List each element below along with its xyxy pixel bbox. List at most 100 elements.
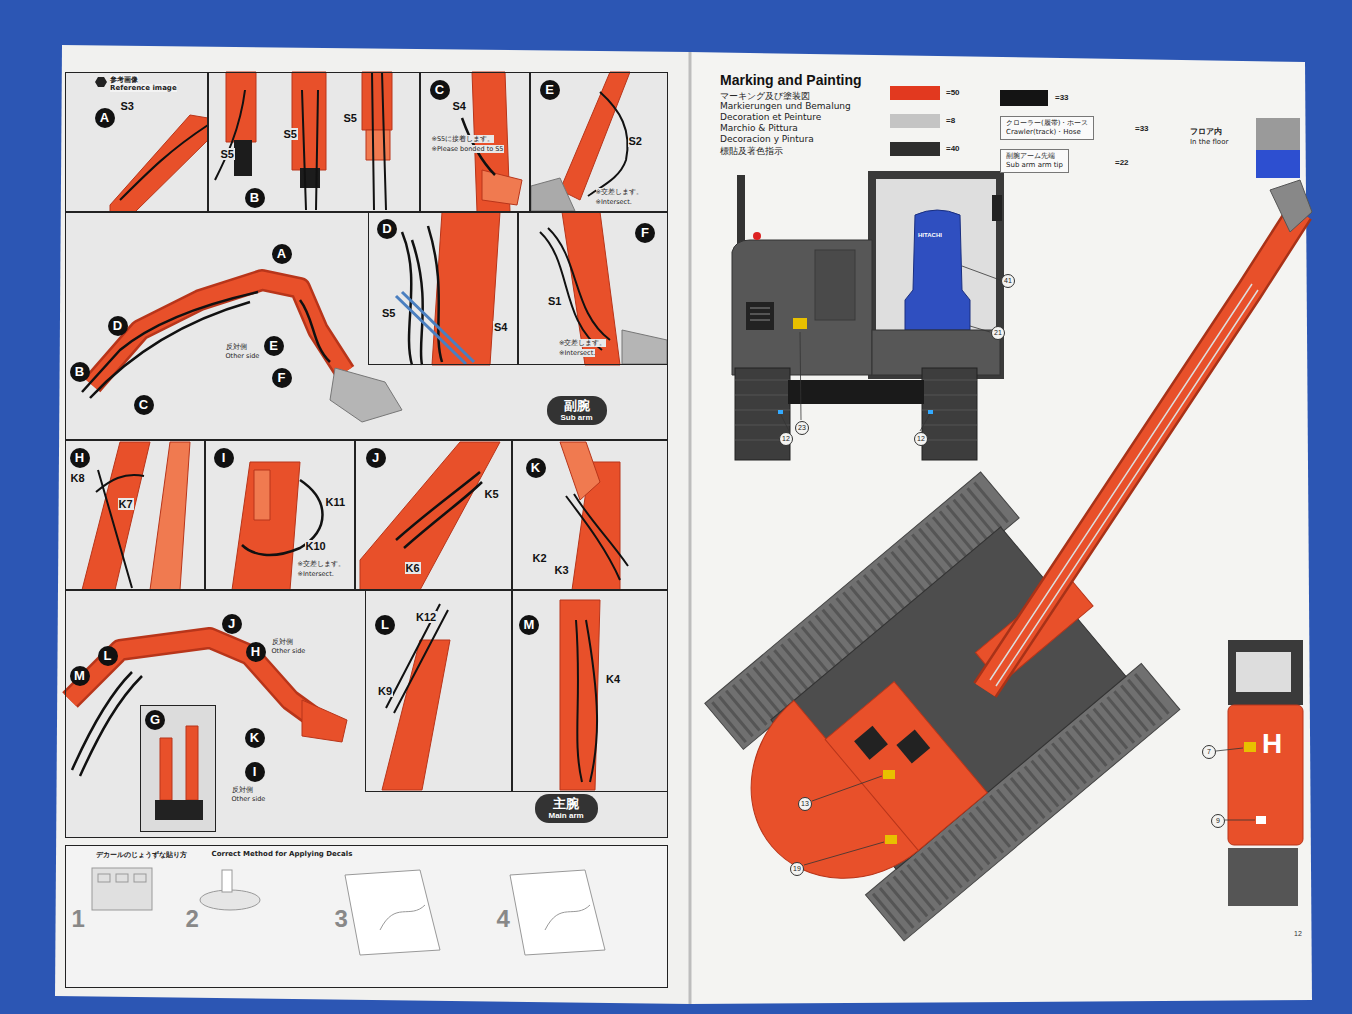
step-letter: H: [70, 448, 90, 468]
arm-illustration: [110, 115, 208, 212]
part-number: S4: [493, 321, 508, 333]
rear-view: [793, 318, 807, 329]
step-panel: CS4※S5に接着します。※Please bonded to S5: [420, 72, 530, 212]
rear-view: [746, 302, 774, 330]
top-view: [854, 726, 888, 760]
page-number: 12: [1294, 930, 1302, 937]
step-panel: IK11K10※交差します。※Intersect.: [205, 440, 355, 590]
decal-letter: H: [1262, 728, 1282, 760]
callout-number: 41: [1001, 274, 1015, 288]
side-view: [1256, 816, 1266, 824]
assembly-panel: ADBC反対側Other sideEFDS5S4FS1※交差します。※Inter…: [65, 212, 668, 440]
arm-illustration: [82, 292, 330, 398]
arm-illustration: [396, 292, 474, 364]
arm-illustration: [576, 620, 597, 782]
part-number: S2: [628, 135, 643, 147]
step-panel: FS1※交差します。※Intersect.: [518, 212, 668, 365]
note-text: 反対側: [226, 343, 247, 351]
pages: [690, 52, 1312, 1004]
step-panel: A S3: [65, 72, 208, 212]
decal-steps: [92, 868, 152, 910]
arm-illustration: [372, 72, 386, 210]
step-letter: K: [245, 728, 265, 748]
pages: [55, 45, 690, 1004]
note-text: ※交差します。: [596, 188, 643, 196]
subtitle: Decoration et Peinture: [720, 112, 821, 122]
color-box: クローラー(履帯)・ホースCrawler(track)・Hose: [1000, 116, 1094, 140]
brand-text: HITACHI: [918, 232, 942, 238]
arm-illustration: [150, 442, 190, 590]
decal-steps: [380, 905, 425, 930]
part-number: K11: [325, 496, 347, 508]
part-number: K4: [605, 673, 621, 685]
badge-subtitle: Sub arm: [561, 413, 593, 423]
decal-steps: [98, 874, 110, 882]
top-view: [825, 682, 987, 851]
floor-swatch: [1256, 118, 1300, 178]
pages: [55, 45, 1312, 1004]
top-view: [1270, 180, 1312, 232]
section-badge: 副腕Sub arm: [547, 396, 607, 425]
arm-illustration: [215, 90, 245, 180]
arm-illustration: [92, 280, 345, 385]
leader-line: [804, 842, 884, 865]
note-text: Other side: [232, 795, 266, 803]
section-badge: 主腕Main arm: [535, 794, 598, 823]
top-view: [990, 284, 1258, 686]
step-letter: E: [540, 80, 560, 100]
step-letter: C: [430, 80, 450, 100]
arm-illustration: [396, 472, 482, 548]
arm-illustration: [72, 672, 142, 776]
side-view: [1228, 640, 1303, 705]
note-text: ※Intersect.: [596, 198, 632, 206]
leader-line: [812, 776, 882, 801]
arm-illustration: [360, 442, 500, 590]
arm-illustration: [120, 125, 208, 200]
decal-steps: [510, 870, 605, 955]
arm-illustration: [531, 178, 575, 211]
color-box: 副腕アーム先端Sub arm arm tip: [1000, 149, 1069, 173]
rear-view: [750, 308, 770, 320]
color-note: In the floor: [1190, 138, 1228, 147]
rear-view: [992, 195, 1002, 221]
arm-illustration: [82, 442, 150, 590]
callout-number: 9: [1211, 814, 1225, 828]
arm-illustration: [70, 72, 667, 831]
top-view: [674, 472, 1180, 967]
leader-line: [962, 266, 1000, 280]
decal-steps: [134, 874, 146, 882]
page-title: Marking and Painting: [720, 72, 862, 88]
rear-view: [735, 368, 790, 460]
part-number: S3: [120, 100, 135, 112]
note-text: ※Intersect.: [298, 570, 334, 578]
callout-number: 13: [798, 797, 812, 811]
decal-method-panel: デカールのじょうずな貼り方Correct Method for Applying…: [65, 845, 668, 988]
step-letter: J: [222, 614, 242, 634]
arm-illustration: [560, 600, 600, 790]
callout-number: 19: [790, 862, 804, 876]
note-text: ※交差します。: [298, 560, 345, 568]
color-note: Sub arm arm tip: [1006, 161, 1063, 170]
rear-view: [905, 210, 970, 330]
color-note: Crawler(track)・Hose: [1006, 128, 1088, 137]
rear-view: [928, 410, 933, 414]
step-panel: HK8K7: [65, 440, 205, 590]
part-number: S5: [343, 112, 358, 124]
badge-title: 主腕: [553, 796, 579, 811]
step-letter: L: [98, 646, 118, 666]
assembly-panel: MLJH反対側Other sideKI反対側Other sideGLK12K9M…: [65, 590, 668, 838]
note-text: ※S5に接着します。: [432, 135, 495, 143]
top-view: [985, 212, 1300, 690]
part-number: S4: [452, 100, 467, 112]
part-number: K12: [415, 611, 437, 623]
arm-illustration: [622, 330, 667, 364]
color-code: =22: [1115, 158, 1129, 167]
callout-number: 12: [914, 432, 928, 446]
note-text: ※Intersect.: [559, 349, 595, 357]
part-number: S5: [283, 128, 298, 140]
step-letter: D: [108, 316, 128, 336]
step-letter: A: [95, 108, 115, 128]
color-code: =33: [1055, 93, 1069, 102]
color-code: =40: [946, 144, 960, 153]
